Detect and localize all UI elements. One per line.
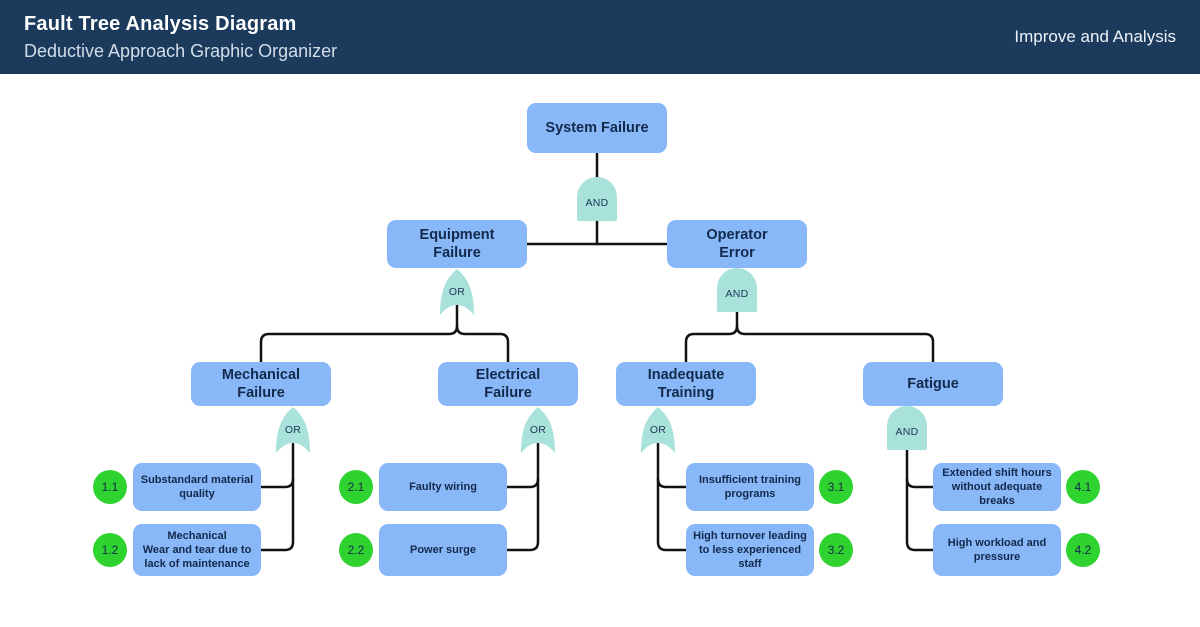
node-operator-error: Operator Error	[667, 220, 807, 268]
leaf-box-4-2: High workload and pressure	[933, 524, 1061, 576]
or-gate-shape	[521, 407, 555, 453]
node-electrical-failure: Electrical Failure	[438, 362, 578, 406]
leaf-box-2-2: Power surge	[379, 524, 507, 576]
gate-label: AND	[895, 426, 919, 438]
badge-label: 1.2	[101, 543, 119, 557]
badge-label: 3.2	[827, 543, 845, 557]
leaf-badge-1-1: 1.1	[93, 470, 127, 504]
header-titles: Fault Tree Analysis Diagram Deductive Ap…	[24, 13, 337, 62]
and-gate-fatigue: AND	[887, 406, 927, 450]
header-right-label: Improve and Analysis	[1014, 27, 1176, 46]
leaf-box-1-1: Substandard material quality	[133, 463, 261, 511]
leaf-badge-2-1: 2.1	[339, 470, 373, 504]
or-gate-equipment-failure: OR	[438, 268, 476, 316]
leaf-box-4-1: Extended shift hours without adequate br…	[933, 463, 1061, 511]
leaf-badge-2-2: 2.2	[339, 533, 373, 567]
leaf-label: Power surge	[409, 543, 477, 556]
or-gate-mechanical-failure: OR	[274, 406, 312, 454]
leaf-label: High turnover leading to less experience…	[693, 529, 807, 571]
leaf-badge-4-1: 4.1	[1066, 470, 1100, 504]
badge-label: 2.2	[347, 543, 365, 557]
node-system-failure: System Failure	[527, 103, 667, 153]
node-label: System Failure	[545, 119, 649, 136]
node-fatigue: Fatigue	[863, 362, 1003, 406]
and-gate-root: AND	[577, 177, 617, 221]
node-inadequate-training: Inadequate Training	[616, 362, 756, 406]
gate-label: OR	[284, 424, 302, 436]
leaf-badge-3-2: 3.2	[819, 533, 853, 567]
leaf-label: Insufficient training programs	[698, 473, 802, 500]
leaf-box-2-1: Faulty wiring	[379, 463, 507, 511]
badge-label: 2.1	[347, 480, 365, 494]
leaf-label: Mechanical Wear and tear due to lack of …	[142, 529, 252, 571]
badge-label: 4.1	[1074, 480, 1092, 494]
leaf-box-1-2: Mechanical Wear and tear due to lack of …	[133, 524, 261, 576]
leaf-label: High workload and pressure	[947, 536, 1047, 563]
gate-label: AND	[585, 197, 609, 209]
node-mechanical-failure: Mechanical Failure	[191, 362, 331, 406]
badge-label: 1.1	[101, 480, 119, 494]
and-gate-operator-error: AND	[717, 268, 757, 312]
leaf-badge-1-2: 1.2	[93, 533, 127, 567]
badge-label: 3.1	[827, 480, 845, 494]
leaf-label: Faulty wiring	[409, 480, 477, 493]
page-title: Fault Tree Analysis Diagram	[24, 12, 297, 35]
or-gate-inadequate-training: OR	[639, 406, 677, 454]
node-label: Electrical Failure	[475, 366, 541, 401]
node-label: Equipment Failure	[419, 226, 495, 261]
or-gate-electrical-failure: OR	[519, 406, 557, 454]
gate-label: AND	[725, 288, 749, 300]
leaf-badge-4-2: 4.2	[1066, 533, 1100, 567]
node-label: Operator Error	[706, 226, 768, 261]
node-label: Mechanical Failure	[221, 366, 301, 401]
page-subtitle: Deductive Approach Graphic Organizer	[24, 40, 338, 61]
gate-label: OR	[448, 286, 466, 298]
node-equipment-failure: Equipment Failure	[387, 220, 527, 268]
or-gate-shape	[276, 407, 310, 453]
or-gate-shape	[641, 407, 675, 453]
leaf-label: Extended shift hours without adequate br…	[942, 466, 1052, 508]
header-bar: Fault Tree Analysis Diagram Deductive Ap…	[0, 0, 1200, 74]
badge-label: 4.2	[1074, 543, 1092, 557]
leaf-badge-3-1: 3.1	[819, 470, 853, 504]
gate-label: OR	[529, 424, 547, 436]
leaf-label: Substandard material quality	[140, 473, 254, 500]
leaf-box-3-2: High turnover leading to less experience…	[686, 524, 814, 576]
node-label: Inadequate Training	[647, 366, 725, 401]
gate-label: OR	[649, 424, 667, 436]
node-label: Fatigue	[907, 375, 959, 392]
leaf-box-3-1: Insufficient training programs	[686, 463, 814, 511]
